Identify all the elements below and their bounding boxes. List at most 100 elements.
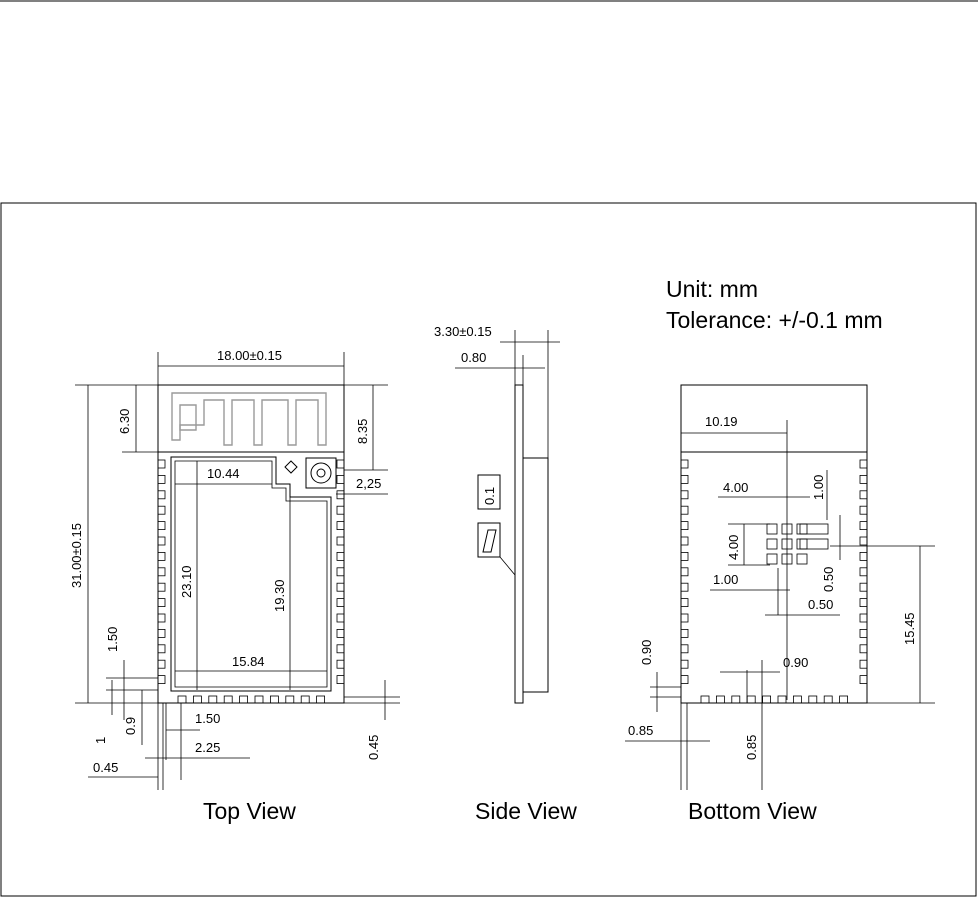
dim-grid-w: 4.00: [723, 480, 748, 495]
dim-pad-pitch: 1.50: [195, 711, 220, 726]
pad: [336, 521, 345, 530]
flatness-box-symbol: [477, 522, 501, 558]
pad: [336, 490, 345, 500]
pad: [192, 695, 202, 704]
dim-left-gap: 0.90: [639, 640, 654, 665]
pad: [859, 598, 868, 607]
pad: [859, 474, 868, 484]
shield-can-inner: [174, 460, 328, 688]
pad: [157, 552, 166, 561]
dim-width: 18.00±0.15: [217, 348, 282, 363]
pad: [157, 490, 166, 500]
dim-pad-width: 1.50: [105, 627, 120, 652]
pad: [336, 505, 345, 515]
pad: [157, 659, 166, 669]
pad: [177, 695, 187, 704]
dim-pad-size: 1.00: [811, 475, 826, 500]
pad: [680, 598, 689, 607]
ground-pad: [796, 538, 808, 550]
pad: [157, 644, 166, 654]
pad: [336, 536, 345, 546]
pad: [300, 695, 310, 704]
pad: [859, 644, 868, 654]
flatness-symbol-icon: [482, 529, 497, 553]
dim-offset-x: 10.19: [705, 414, 738, 429]
ground-pad: [766, 538, 778, 550]
pad: [157, 521, 166, 530]
pad: [157, 598, 166, 607]
dim-shield-right: 19.30: [272, 579, 287, 612]
pad: [336, 644, 345, 654]
pad: [680, 644, 689, 654]
pad: [859, 459, 868, 469]
dim-shield-left: 23.10: [179, 565, 194, 598]
pad: [269, 695, 279, 704]
dim-pad-height: 1: [93, 737, 108, 744]
antenna-trace-inner: [179, 404, 197, 431]
pad: [157, 582, 166, 592]
pad: [208, 695, 218, 704]
pad: [316, 695, 326, 704]
ground-pad: [796, 523, 808, 535]
drawing-frame: [0, 202, 977, 897]
pad: [859, 629, 868, 638]
top-view: 18.00±0.15 31.00±0.15 6.30 8.35 2,25 10.…: [69, 348, 400, 790]
connector-ring-icon: [310, 462, 332, 484]
bottom-left-pads: [680, 459, 689, 684]
ground-pad: [796, 553, 808, 565]
pad: [680, 459, 689, 469]
pad: [859, 536, 868, 546]
pad: [680, 521, 689, 530]
pad: [157, 567, 166, 577]
ground-pad: [766, 523, 778, 535]
pad: [157, 459, 166, 469]
pad: [859, 490, 868, 500]
pad: [239, 695, 249, 704]
left-castellated-pads: [157, 459, 166, 684]
pad: [680, 582, 689, 592]
pad: [336, 613, 345, 623]
ground-pad: [766, 553, 778, 565]
dim-thickness: 3.30±0.15: [434, 324, 492, 339]
pad: [680, 567, 689, 577]
pad: [680, 629, 689, 638]
dim-gap-h: 1.00: [713, 572, 738, 587]
pad: [680, 490, 689, 500]
dim-length: 31.00±0.15: [69, 523, 84, 588]
ground-pad-grid: [766, 523, 829, 565]
pad: [716, 695, 725, 704]
unit-label: Unit: mm: [666, 276, 758, 302]
pad: [839, 695, 848, 704]
pad: [336, 459, 345, 469]
antenna-trace: [171, 392, 327, 446]
antenna-connector: [305, 457, 337, 489]
pad: [859, 505, 868, 515]
pad: [157, 505, 166, 515]
pad: [859, 659, 868, 669]
ground-pad: [799, 538, 829, 550]
diamond-mark-icon: [284, 460, 298, 474]
pad: [859, 552, 868, 561]
pad: [746, 695, 756, 704]
bottom-row-pads: [700, 695, 848, 704]
top-view-title: Top View: [203, 798, 296, 824]
ground-pad: [799, 523, 829, 535]
pad: [777, 695, 787, 704]
dim-height: 15.45: [902, 612, 917, 645]
pad: [793, 695, 802, 704]
pad: [823, 695, 833, 704]
pad: [157, 474, 166, 484]
dim-pad-first: 2.25: [195, 740, 220, 755]
pad: [336, 598, 345, 607]
flatness-box-value: [477, 474, 501, 510]
antenna-area: [157, 384, 345, 453]
pcb-edge: [514, 384, 524, 704]
dim-left-edge: 0.85: [628, 723, 653, 738]
pad: [336, 474, 345, 484]
pad: [808, 695, 818, 704]
flatness-value: 0.1: [482, 487, 497, 505]
shield-profile: [522, 457, 549, 693]
dim-shield-width: 10.44: [207, 466, 240, 481]
pad: [157, 613, 166, 623]
